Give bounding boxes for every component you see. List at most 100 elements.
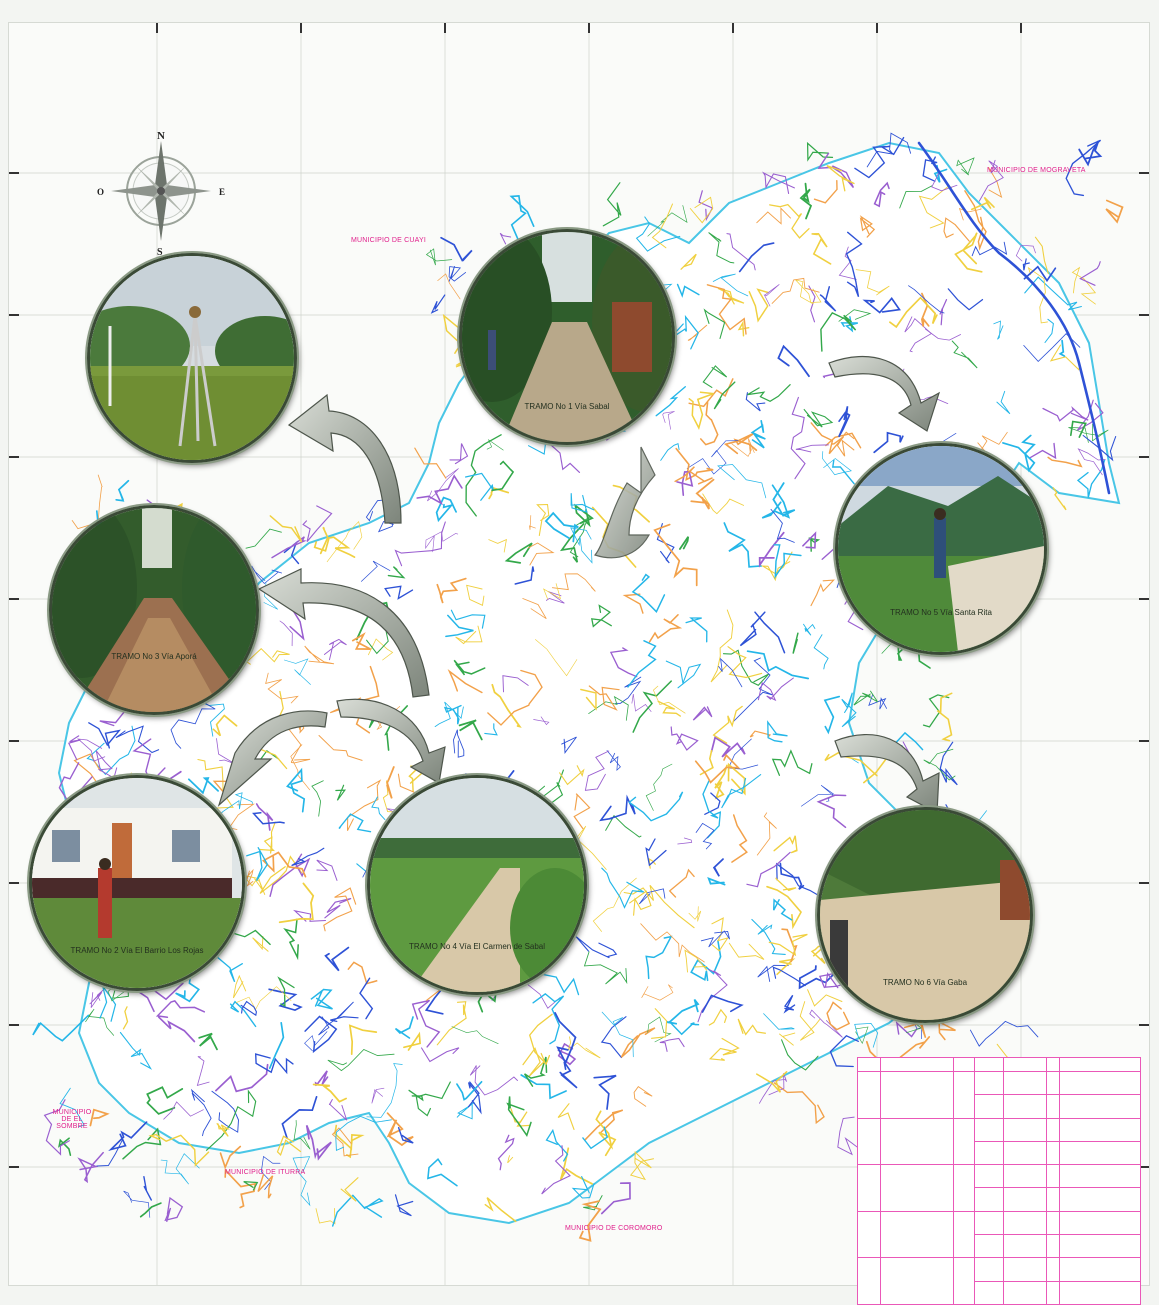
river-segment: [386, 766, 395, 799]
river-segment: [359, 977, 374, 1020]
river-segment: [240, 1000, 257, 1017]
river-segment: [522, 598, 547, 620]
river-segment: [443, 704, 462, 725]
river-segment: [278, 882, 315, 924]
river-segment: [640, 923, 705, 963]
river-segment: [773, 1082, 825, 1125]
river-segment: [1034, 236, 1049, 275]
river-segment: [739, 611, 766, 647]
river-segment: [862, 297, 901, 314]
river-segment: [88, 722, 121, 749]
river-segment: [243, 1180, 259, 1191]
river-segment: [651, 203, 673, 249]
river-segment: [259, 821, 276, 854]
river-segment: [588, 695, 629, 721]
river-segment: [108, 1121, 148, 1152]
river-segment: [657, 700, 681, 717]
municipality-label: MUNICIPIO DE EL SOMBRE: [52, 1109, 92, 1130]
river-segment: [551, 573, 596, 592]
river-segment: [216, 1123, 230, 1137]
river-segment: [606, 750, 621, 772]
river-segment: [826, 1001, 851, 1031]
river-segment: [855, 269, 890, 296]
river-segment: [600, 1016, 627, 1059]
river-segment: [456, 1101, 475, 1120]
river-segment: [908, 285, 945, 314]
river-segment: [738, 242, 775, 273]
river-segment: [620, 1027, 656, 1058]
river-segment: [371, 796, 386, 821]
river-segment: [164, 1196, 184, 1223]
river-segment: [170, 701, 216, 749]
river-segment: [679, 536, 690, 550]
river-segment: [819, 286, 837, 312]
river-segment: [86, 725, 136, 776]
river-segment: [318, 735, 363, 761]
river-segment: [265, 672, 299, 704]
river-segment: [712, 705, 743, 744]
river-segment: [436, 577, 467, 604]
river-segment: [1069, 420, 1087, 438]
river-segment: [701, 994, 744, 1013]
river-segment: [840, 316, 858, 333]
river-segment: [1078, 140, 1103, 167]
site-photo-3: TRAMO No 3 Vía Aporá: [49, 505, 259, 715]
river-segment: [279, 620, 293, 647]
river-segment: [211, 1090, 239, 1133]
arrow-4: [257, 568, 430, 698]
river-segment: [655, 386, 686, 417]
river-segment: [924, 328, 962, 341]
river-segment: [600, 1182, 631, 1215]
river-segment: [699, 749, 714, 776]
river-segment: [573, 793, 591, 830]
river-segment: [653, 523, 698, 587]
river-segment: [748, 288, 769, 323]
river-segment: [361, 560, 391, 582]
river-segment: [939, 298, 948, 326]
river-segment: [688, 391, 714, 430]
river-segment: [95, 750, 118, 779]
river-segment: [122, 1006, 129, 1030]
river-segment: [387, 566, 406, 579]
river-segment: [718, 657, 743, 688]
river-segment: [723, 432, 758, 455]
compass-west-label: O: [97, 187, 104, 197]
river-segment: [570, 527, 593, 564]
river-segment: [455, 625, 483, 645]
river-segment: [533, 716, 550, 726]
river-segment: [584, 1109, 624, 1141]
river-segment: [702, 365, 728, 388]
river-segment: [89, 989, 104, 1008]
river-segment: [368, 638, 394, 661]
river-segment: [450, 609, 486, 629]
river-segment: [822, 451, 852, 476]
river-segment: [411, 999, 441, 1048]
river-segment: [702, 493, 745, 515]
river-segment: [704, 792, 721, 815]
river-segment: [304, 645, 335, 665]
river-segment: [323, 638, 347, 661]
river-segment: [757, 924, 773, 935]
river-segment: [757, 677, 794, 702]
river-segment: [453, 729, 465, 758]
river-segment: [484, 1197, 517, 1223]
river-segment: [790, 396, 806, 480]
river-segment: [623, 884, 695, 929]
river-segment: [956, 157, 975, 176]
arrows-layer: [217, 355, 941, 814]
river-segment: [282, 725, 311, 764]
river-segment: [737, 1018, 767, 1036]
site-photo-4: TRAMO No 5 Vía Santa Rita: [835, 443, 1047, 655]
river-segment: [71, 474, 103, 530]
river-segment: [197, 758, 234, 809]
river-segment: [813, 634, 829, 670]
river-segment: [1027, 266, 1048, 324]
arrow-7: [834, 733, 940, 814]
river-segment: [451, 1026, 499, 1045]
site-photo-6: TRAMO No 4 Vía El Carmen de Sabal: [367, 775, 587, 995]
river-segment: [96, 1139, 123, 1167]
river-segment: [283, 918, 299, 961]
river-segment: [331, 1194, 384, 1227]
site-photo-2: TRAMO No 1 Vía Sabal: [459, 229, 675, 445]
river-segment: [813, 180, 838, 204]
